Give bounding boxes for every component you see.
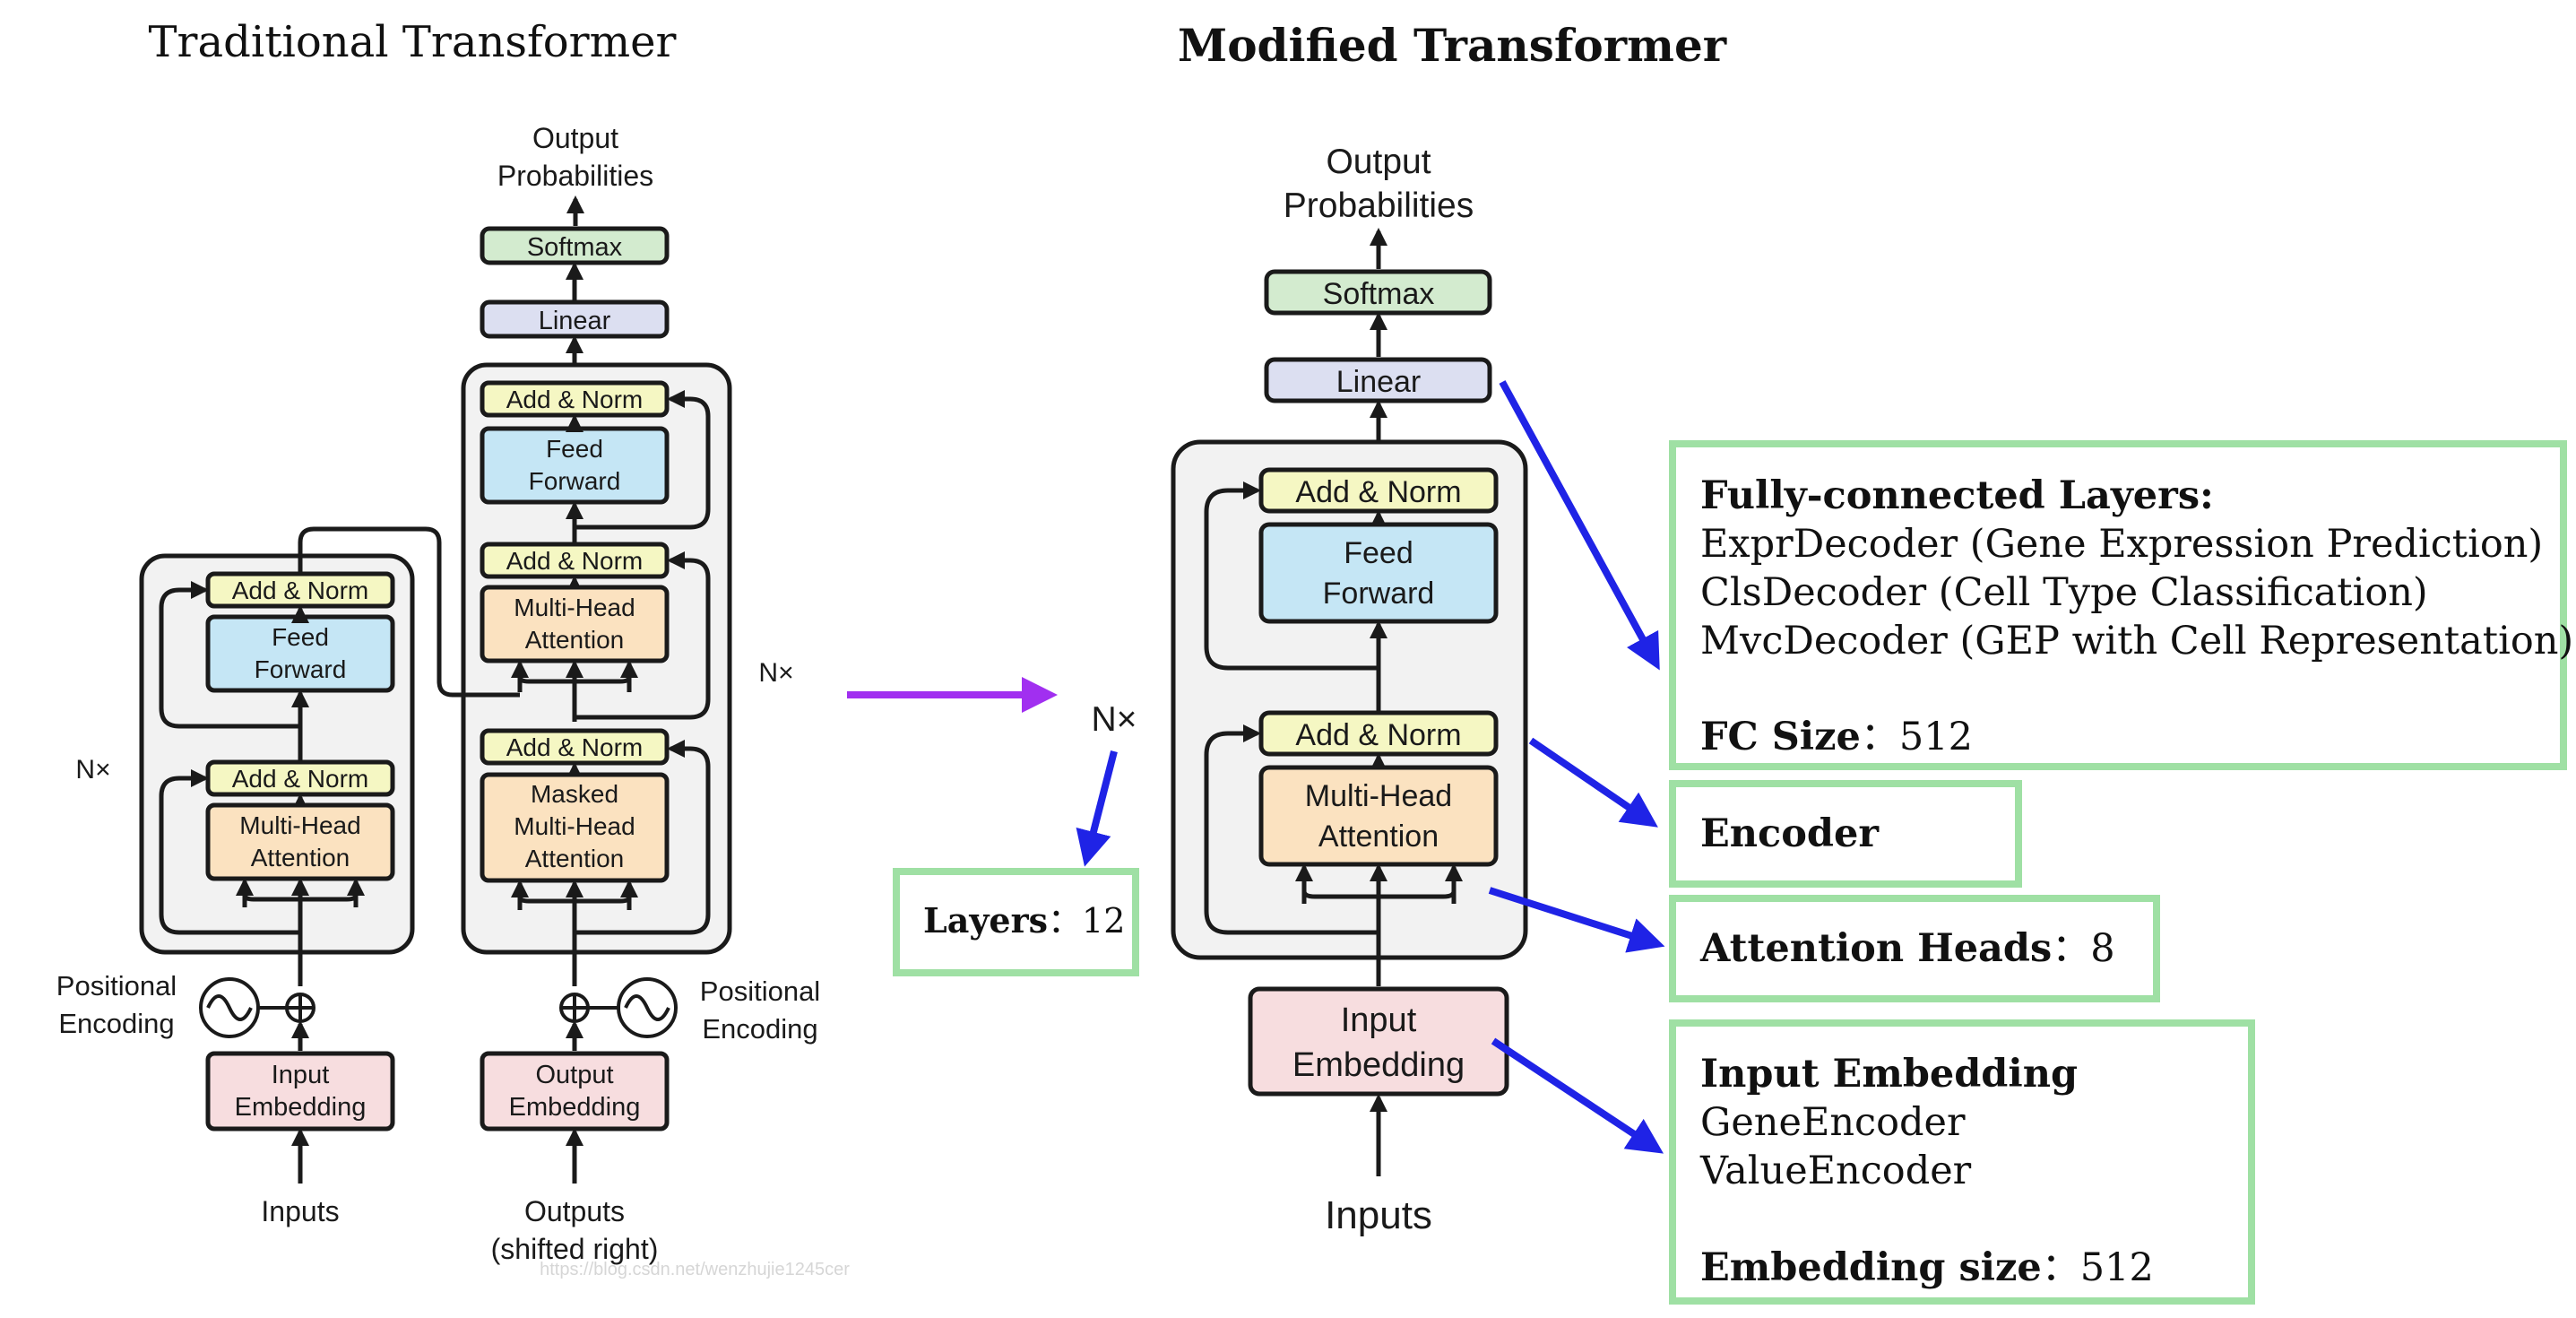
fc-title: Fully-connected Layers: — [1700, 473, 2214, 518]
input-embedding-item-0: GeneEncoder — [1700, 1100, 1966, 1145]
mod-input-emb-line2: Embedding — [1292, 1046, 1465, 1084]
trad-dec-positional-line2: Encoding — [702, 1013, 817, 1045]
trad-dec-ff-line2: Forward — [529, 467, 621, 495]
trad-softmax-label: Softmax — [527, 233, 623, 262]
trad-watermark: https://blog.csdn.net/wenzhujie1245cer — [540, 1260, 850, 1279]
mod-output-prob-line2: Probabilities — [1284, 186, 1474, 225]
mod-nx: N× — [1092, 700, 1137, 739]
trad-dec-ff-line1: Feed — [546, 435, 603, 463]
left-title: Traditional Transformer — [149, 17, 677, 67]
mod-ff-line2: Forward — [1323, 577, 1435, 611]
encoder-label: Encoder — [1700, 811, 1880, 856]
fc-item-2: MvcDecoder (GEP with Cell Representation… — [1700, 619, 2573, 663]
trad-dec-positional-line1: Positional — [700, 975, 820, 1007]
annotation-arrows — [1076, 380, 1665, 1154]
traditional-transformer: Output Probabilities Softmax Linear Add … — [56, 122, 850, 1279]
trad-enc-addnorm-2-label: Add & Norm — [232, 577, 369, 604]
svg-text:Layers：12: Layers：12 — [923, 900, 1125, 941]
trad-dec-addnorm-3-label: Add & Norm — [506, 386, 644, 413]
svg-text:Attention Heads：8: Attention Heads：8 — [1699, 926, 2115, 971]
embedding-size-value: 512 — [2080, 1245, 2154, 1290]
encoder-box: Encoder — [1669, 780, 2022, 888]
trad-output-emb-line2: Embedding — [509, 1093, 641, 1122]
mod-mha-line1: Multi-Head — [1305, 779, 1452, 813]
trad-output-emb-line1: Output — [535, 1061, 613, 1089]
trad-dec-masked-line3: Attention — [525, 845, 625, 872]
embedding-size-label: Embedding size — [1700, 1245, 2042, 1290]
layers-label: Layers — [923, 900, 1048, 941]
trad-outputs-line2: (shifted right) — [491, 1233, 659, 1265]
trad-dec-masked-line1: Masked — [531, 780, 618, 808]
trad-dec-addnorm-2-label: Add & Norm — [506, 547, 644, 575]
trad-enc-nx: N× — [75, 755, 110, 785]
attention-heads-sep: ： — [2052, 926, 2090, 971]
attention-heads-value: 8 — [2090, 926, 2114, 971]
trad-inputs-label: Inputs — [261, 1195, 339, 1227]
trad-dec-mha-line1: Multi-Head — [514, 594, 635, 621]
right-title: Modified Transformer — [1178, 19, 1727, 72]
trad-input-emb-line1: Input — [272, 1061, 330, 1089]
fc-layers-box: Fully-connected Layers: ExprDecoder (Gen… — [1669, 440, 2573, 770]
fc-size-label: FC Size — [1700, 715, 1861, 759]
layers-sep: ： — [1048, 901, 1082, 941]
trad-dec-addnorm-1-label: Add & Norm — [506, 733, 644, 761]
mod-inputs-label: Inputs — [1325, 1193, 1432, 1237]
svg-text:FC Size：512: FC Size：512 — [1700, 715, 1973, 759]
trad-enc-mha-line2: Attention — [251, 844, 350, 871]
fc-size-value: 512 — [1899, 715, 1973, 759]
trad-enc-mha-line1: Multi-Head — [239, 811, 360, 839]
trad-outputs-line1: Outputs — [524, 1195, 625, 1227]
trad-dec-nx: N× — [758, 658, 793, 688]
mod-output-prob-line1: Output — [1326, 143, 1431, 181]
trad-enc-positional-line1: Positional — [56, 970, 177, 1002]
input-embedding-title: Input Embedding — [1700, 1052, 2078, 1097]
fc-size-sep: ： — [1861, 715, 1899, 759]
mod-input-emb-line1: Input — [1341, 1002, 1417, 1039]
embedding-size-sep: ： — [2042, 1245, 2080, 1290]
modified-transformer: Output Probabilities Softmax Linear Add … — [1092, 143, 1528, 1237]
attention-heads-label: Attention Heads — [1699, 926, 2052, 971]
layers-box: Layers：12 — [893, 868, 1139, 976]
trad-input-emb-line2: Embedding — [235, 1093, 367, 1122]
trad-output-prob-line2: Probabilities — [497, 160, 653, 192]
mod-mha-line2: Attention — [1318, 819, 1439, 854]
trad-enc-ff-line1: Feed — [272, 623, 329, 651]
trad-enc-positional-line2: Encoding — [58, 1008, 174, 1039]
trad-enc-addnorm-1-label: Add & Norm — [232, 765, 369, 793]
svg-text:Embedding size：512: Embedding size：512 — [1700, 1245, 2154, 1290]
attention-heads-box: Attention Heads：8 — [1669, 895, 2160, 1002]
mod-softmax-label: Softmax — [1323, 277, 1435, 311]
trad-enc-ff-line2: Forward — [255, 655, 347, 683]
mod-encoder-panel — [1171, 439, 1528, 960]
mod-addnorm-1-label: Add & Norm — [1295, 718, 1461, 752]
trad-dec-mha-line2: Attention — [525, 626, 625, 654]
trad-output-prob-line1: Output — [532, 122, 618, 154]
mod-addnorm-2-label: Add & Norm — [1295, 475, 1461, 509]
trad-dec-masked-line2: Multi-Head — [514, 812, 635, 840]
layers-value: 12 — [1082, 901, 1125, 941]
fc-item-0: ExprDecoder (Gene Expression Prediction) — [1700, 522, 2543, 567]
mod-linear-label: Linear — [1336, 365, 1422, 399]
input-embedding-item-1: ValueEncoder — [1699, 1149, 1972, 1193]
mod-ff-line1: Feed — [1344, 536, 1413, 570]
fc-item-1: ClsDecoder (Cell Type Classification) — [1700, 570, 2428, 615]
input-embedding-box: Input Embedding GeneEncoder ValueEncoder… — [1669, 1019, 2255, 1305]
trad-linear-label: Linear — [539, 307, 611, 335]
